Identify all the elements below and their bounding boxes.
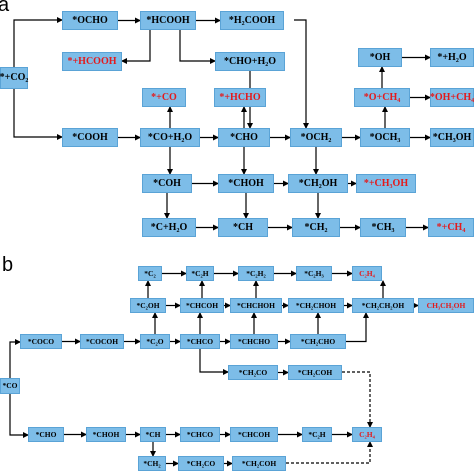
node-b-chcoh: *CHCOH: [180, 298, 224, 313]
node-b-ch2-bot: *CH₂: [138, 456, 166, 471]
node-b-c2h2: *C₂H₂: [238, 266, 274, 281]
node-a-choh: *CHOH: [218, 174, 274, 193]
node-b-c2h3: *C₂H₃: [296, 266, 332, 281]
node-b-ch2coh-bot: *CH₂COH: [232, 456, 286, 471]
node-a-ch2oh: *CH₂OH: [288, 174, 348, 193]
node-b-ethanol: CH₃CH₂OH: [418, 298, 474, 313]
node-a-oh: *OH: [358, 48, 402, 67]
node-a-och3: *OCH₃: [360, 128, 410, 147]
node-a-cooh: *COOH: [62, 128, 118, 147]
node-b-chcoh-bot: *CHCOH: [230, 427, 278, 442]
node-b-chchoh: *CHCHOH: [230, 298, 282, 313]
node-a-co2: *+CO₂: [0, 67, 28, 89]
node-a-o-ch4: *O+CH₄: [354, 88, 410, 107]
node-b-chco-mid: *CHCO: [180, 334, 220, 349]
arrow-b-co-cho: [9, 394, 29, 438]
arrow-a-hcooh-chooh: [179, 30, 216, 64]
node-a-coh: *COH: [142, 174, 192, 193]
arrow-b-ch2coh-c2h4-bot: [286, 441, 373, 464]
node-a-h2o-free: *+H₂O: [430, 48, 474, 67]
node-b-ch2co-mid: *CH₂CO: [228, 365, 278, 380]
arrow-a-co2-ocho: [13, 17, 63, 67]
node-b-c2h: *C₂H: [186, 266, 214, 281]
panel-a-label: a: [0, 0, 10, 16]
node-b-c2h4-bot: C₂H₄: [352, 427, 382, 442]
node-b-c2o: *C₂O: [140, 334, 170, 349]
node-b-choh-bot: *CHOH: [86, 427, 126, 442]
node-a-ch3oh-free: *+CH₃OH: [356, 174, 416, 193]
node-b-cho-bot: *CHO: [28, 427, 64, 442]
node-b-c2h-bot: *C₂H: [302, 427, 332, 442]
node-a-ch3: *CH₃: [360, 218, 406, 237]
node-b-chcho: *CHCHO: [230, 334, 278, 349]
arrow-a-hcooh-free: [121, 30, 151, 64]
node-a-h2cooh: *H₂COOH: [220, 11, 284, 30]
node-b-c2oh: *C₂OH: [130, 298, 166, 313]
node-a-oh-ch4: *OH+CH₄: [430, 88, 474, 107]
arrow-a-co2-cooh: [13, 89, 63, 140]
node-b-ch2co-bot: *CH₂CO: [178, 456, 224, 471]
node-b-ch2ch2oh: *CH₂CH₂OH: [352, 298, 414, 313]
node-b-chco-bot: *CHCO: [180, 427, 220, 442]
node-a-ocho: *OCHO: [62, 11, 118, 30]
node-a-hcho-free: *+HCHO: [214, 88, 266, 107]
node-a-co-free: *+CO: [142, 88, 186, 107]
arrow-b-ch2coh-c2h4: [342, 371, 373, 428]
node-a-ch: *CH: [218, 218, 268, 237]
node-a-ch2: *CH₂: [292, 218, 340, 237]
node-a-ch3oh-ads: *CH₃OH: [430, 128, 474, 147]
arrow-b-co-coco: [9, 339, 21, 378]
node-b-ch-bot: *CH: [140, 427, 166, 442]
node-a-c-h2o: *C+H₂O: [142, 218, 196, 237]
arrow-a-h2cooh-och2: [294, 19, 309, 129]
node-b-cocoh: *COCOH: [80, 334, 124, 349]
node-a-hcooh-free: *+HCOOH: [62, 52, 122, 71]
node-a-co-h2o: *CO+H₂O: [140, 128, 200, 147]
node-a-cho-h2o: *CHO+H₂O: [215, 52, 285, 71]
node-b-c2h4-top: C₂H₄: [352, 266, 382, 281]
node-b-ch2choh: *CH₂CHOH: [288, 298, 344, 313]
node-b-co: *CO: [0, 378, 20, 394]
node-b-c2: *C₂: [138, 266, 162, 281]
node-a-cho: *CHO: [218, 128, 270, 147]
node-a-ch4-free: *+CH₄: [428, 218, 474, 237]
node-b-coco: *COCO: [20, 334, 62, 349]
node-a-hcooh-ads: *HCOOH: [140, 11, 196, 30]
node-b-ch2cho: *CH₂CHO: [290, 334, 346, 349]
arrow-b-chco-ch2co: [199, 349, 229, 375]
node-a-och2: *OCH₂: [290, 128, 342, 147]
panel-b-label: b: [2, 254, 14, 276]
node-b-ch2coh-mid: *CH₂COH: [288, 365, 342, 380]
arrow-b-ch2cho-ch2ch2oh: [346, 312, 369, 343]
